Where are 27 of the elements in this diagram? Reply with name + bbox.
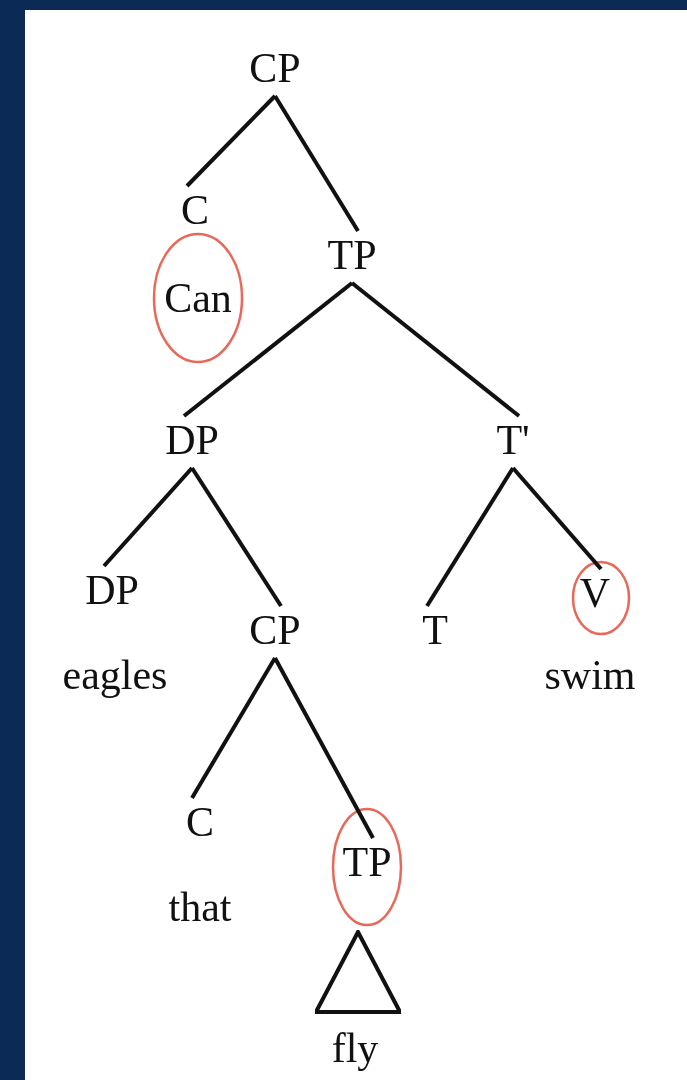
tree-branch-line [185,94,277,188]
tree-branch-line [273,94,360,233]
tree-node-label: C [181,188,209,232]
word-label: fly [331,1026,379,1070]
tree-node-label: C [186,800,214,844]
tree-branch-line [350,281,521,418]
tree-branch-line [511,466,603,571]
tree-node-label: T [422,608,448,652]
tree-node-label: CP [249,608,301,652]
tree-node-label: DP [165,418,219,462]
tree-branch-line [425,466,515,608]
word-label: that [168,885,232,929]
tree-branch-line [182,281,354,418]
tree-node-label: V [579,571,611,615]
tree-branch-line [190,657,277,799]
tree-branch-line [273,657,375,839]
tree-node-label: TP [327,233,377,277]
tree-branch-line [102,466,194,568]
tree-node-label: DP [85,568,139,612]
word-label: swim [544,653,636,697]
tree-node-label: TP [342,840,392,884]
tree-node-label: T' [496,418,530,462]
word-label: Can [164,276,232,320]
triangle-symbol [315,930,401,1014]
tree-node-label: CP [249,46,301,90]
word-label: eagles [62,653,168,697]
tree-branch-line [190,466,283,608]
